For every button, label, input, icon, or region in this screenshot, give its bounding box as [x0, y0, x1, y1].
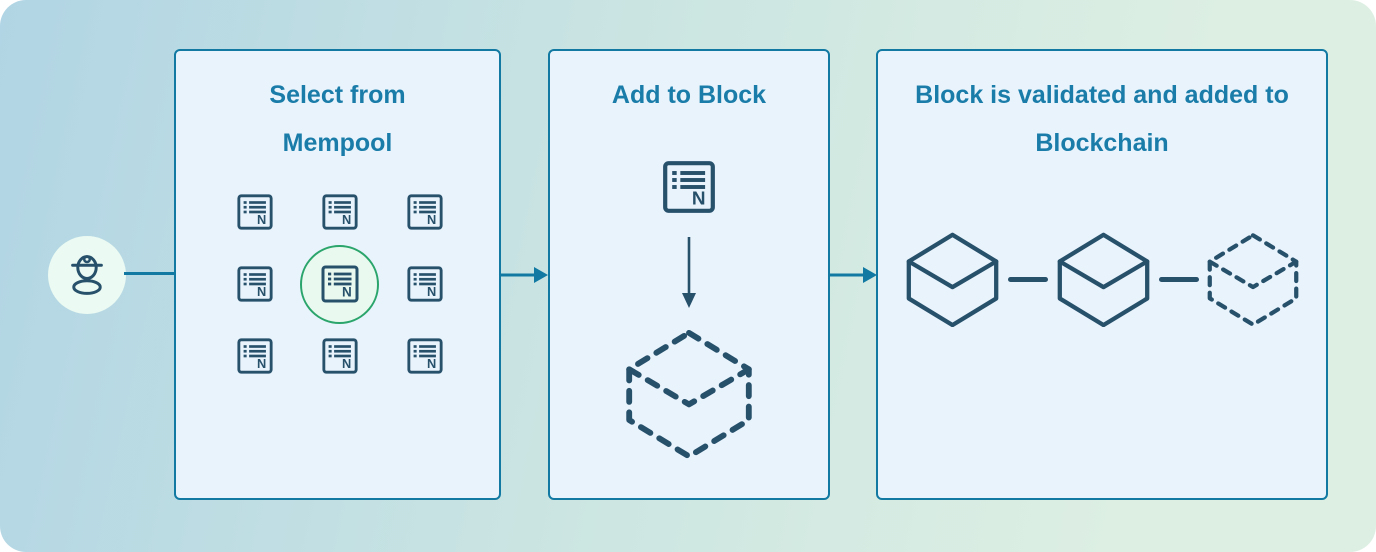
transaction-icon — [236, 193, 274, 231]
transaction-icon — [406, 337, 444, 375]
panel-block-validated: Block is validated and added to Blockcha… — [876, 49, 1328, 500]
chain-link-line — [1008, 277, 1048, 282]
panel-add-to-block: Add to Block — [548, 49, 830, 500]
block-dashed-icon — [624, 327, 754, 461]
chain-link-line — [1159, 277, 1199, 282]
panel-select-from-mempool: Select from Mempool — [174, 49, 501, 500]
transaction-icon — [406, 193, 444, 231]
miner-connector-line — [124, 272, 174, 275]
blockchain-row — [878, 232, 1326, 327]
transaction-icon — [320, 264, 360, 304]
mempool-transaction-grid — [212, 179, 467, 389]
transaction-icon — [321, 337, 359, 375]
arrow-down-icon — [682, 237, 696, 308]
selection-highlight-circle — [300, 244, 379, 324]
block-dashed-icon — [1206, 232, 1300, 327]
block-solid-icon — [1055, 232, 1152, 327]
transaction-icon — [661, 159, 717, 215]
block-solid-icon — [904, 232, 1001, 327]
arrow-right-icon — [829, 267, 877, 283]
miner-avatar — [48, 236, 126, 314]
panel-title: Block is validated and added to Blockcha… — [915, 81, 1289, 157]
transaction-icon — [236, 337, 274, 375]
transaction-icon — [236, 265, 274, 303]
transaction-icon — [406, 265, 444, 303]
arrow-right-icon — [500, 267, 548, 283]
panel-title: Select from Mempool — [269, 81, 406, 157]
selected-transaction — [300, 244, 379, 324]
transaction-icon — [321, 193, 359, 231]
miner-icon — [71, 255, 103, 295]
panel-title: Add to Block — [611, 81, 767, 109]
